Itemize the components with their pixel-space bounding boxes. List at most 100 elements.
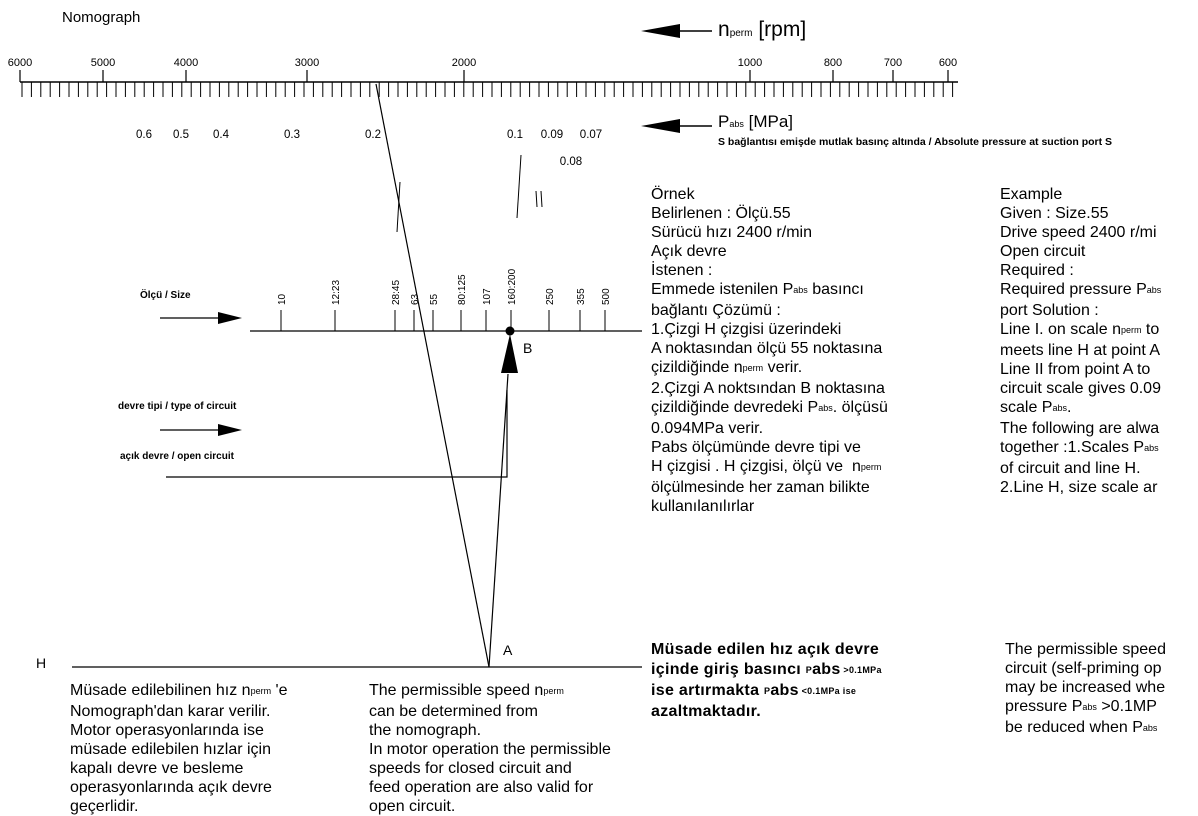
text-line: port Solution : [1000, 302, 1099, 319]
text-line: içinde giriş basıncı Pabs >0.1MPa [651, 661, 882, 678]
size-tick-label: 28:45 [391, 280, 402, 305]
text-line: be reduced when Pabs [1005, 719, 1158, 736]
text-line: can be determined from [369, 703, 538, 720]
circuit-tick [516, 154, 522, 219]
text-line: Müsade edilen hız açık devre [651, 641, 880, 658]
point-b-dot [505, 326, 515, 336]
text-line: pressure Pabs >0.1MP [1005, 698, 1157, 715]
size-tick-label: 107 [482, 288, 493, 305]
point-b-label: B [523, 340, 533, 356]
text-line: ise artırmakta Pabs <0.1MPa ise [651, 682, 857, 699]
circuit-tick [396, 181, 401, 233]
pabs-arrow [641, 119, 712, 133]
text-line: Open circuit [1000, 243, 1086, 260]
text-line: H çizgisi . H çizgisi, ölçü ve nperm [651, 458, 882, 475]
text-line: The following are alwa [1000, 420, 1160, 437]
text-line: çizildiğinde devredeki Pabs. ölçüsü [651, 399, 888, 416]
text-line: Motor operasyonlarında ise [70, 722, 264, 739]
pabs-tick-label: 0.09 [541, 129, 563, 141]
text-line: Example [1000, 186, 1063, 203]
text-line: Emmede istenilen Pabs basıncı [651, 281, 864, 298]
nperm-tick-label: 2000 [452, 57, 476, 69]
nperm-scale-ticks [21, 82, 954, 97]
text-line: open circuit. [369, 798, 456, 815]
text-line: Line I. on scale nperm to [1000, 321, 1160, 338]
size-scale-ticks [280, 310, 606, 331]
size-tick-label: 355 [576, 288, 587, 305]
text-line: Required pressure Pabs [1000, 281, 1162, 298]
text-line: meets line H at point A [1000, 342, 1161, 359]
size-arrow [160, 312, 242, 324]
text-line: 2.Line H, size scale ar [1000, 479, 1158, 496]
size-tick-label: 500 [601, 288, 612, 305]
circuit-type-arrow [160, 424, 242, 436]
text-line: speeds for closed circuit and [369, 760, 572, 777]
pabs-tick-label: 0.4 [213, 129, 230, 141]
text-line: Nomograph'dan karar verilir. [70, 703, 271, 720]
text-line: Given : Size.55 [1000, 205, 1109, 222]
text-line: scale Pabs. [1000, 399, 1072, 416]
pabs-note: S bağlantısı emişde mutlak basınç altınd… [718, 136, 1113, 148]
nperm-tick-label: 1000 [738, 57, 762, 69]
size-tick-label: 160:200 [507, 268, 518, 305]
text-line: circuit scale gives 0.09 [1000, 380, 1161, 397]
size-tick-label: 10 [277, 293, 288, 305]
text-line: Açık devre [651, 243, 727, 260]
text-line: together :1.Scales Pabs [1000, 439, 1159, 456]
page-title: Nomograph [62, 9, 141, 26]
line-i [375, 83, 490, 668]
text-line: may be increased whe [1005, 679, 1166, 696]
point-a-label: A [503, 642, 513, 658]
nperm-tick-label: 800 [824, 57, 842, 69]
text-line: kullanılanılırlar [651, 498, 755, 515]
text-line: In motor operation the permissible [369, 741, 611, 758]
pabs-tick-label: 0.5 [173, 129, 189, 141]
nperm-tick-label: 4000 [174, 57, 198, 69]
line-h-label: H [36, 655, 47, 671]
mark-ii-b [540, 190, 543, 208]
nperm-tick-label: 6000 [8, 57, 32, 69]
pabs-tick-label: 0.1 [507, 129, 523, 141]
text-line: Pabs ölçümünde devre tipi ve [651, 439, 861, 456]
pabs-tick-label: 0.6 [136, 129, 152, 141]
size-tick-label: 12:23 [331, 280, 342, 305]
text-line: ölçülmesinde her zaman bilikte [651, 479, 870, 496]
text-line: Line II from point A to [1000, 361, 1151, 378]
text-line: Belirlenen : Ölçü.55 [651, 205, 791, 222]
pabs-tick-label: 0.3 [284, 129, 300, 141]
pabs-label: Pabs [MPa] [718, 112, 793, 131]
text-line: 1.Çizgi H çizgisi üzerindeki [651, 321, 842, 338]
size-tick-label: 55 [429, 293, 440, 305]
nperm-label: nperm [rpm] [718, 18, 807, 41]
open-circuit-label: açık devre / open circuit [120, 451, 234, 462]
text-line: çizildiğinde nperm verir. [651, 359, 803, 376]
line-ii [488, 373, 509, 668]
text-line: Müsade edilebilinen hız nperm 'e [70, 682, 288, 699]
text-line: The permissible speed [1005, 641, 1166, 658]
open-circuit-line [166, 390, 508, 478]
text-line: 0.094MPa verir. [651, 420, 764, 437]
size-tick-label: 80:125 [457, 274, 468, 305]
text-line: the nomograph. [369, 722, 482, 739]
pabs-tick-label: 0.07 [580, 129, 602, 141]
text-line: feed operation are also valid for [369, 779, 594, 796]
text-line: of circuit and line H. [1000, 460, 1141, 477]
text-line: geçerlidir. [70, 798, 139, 815]
text-line: operasyonlarında açık devre [70, 779, 272, 796]
nperm-tick-label: 600 [939, 57, 957, 69]
footer-turkish: Müsade edilebilinen hız nperm 'e Nomograp… [70, 681, 287, 816]
nperm-arrow [641, 24, 712, 38]
text-line: Örnek [651, 186, 695, 203]
size-tick-label: 250 [545, 288, 556, 305]
nperm-tick-label: 700 [884, 57, 902, 69]
text-line: müsade edilebilen hızlar için [70, 741, 271, 758]
pabs-tick-label: 0.08 [560, 156, 582, 168]
text-line: azaltmaktadır. [651, 703, 762, 720]
